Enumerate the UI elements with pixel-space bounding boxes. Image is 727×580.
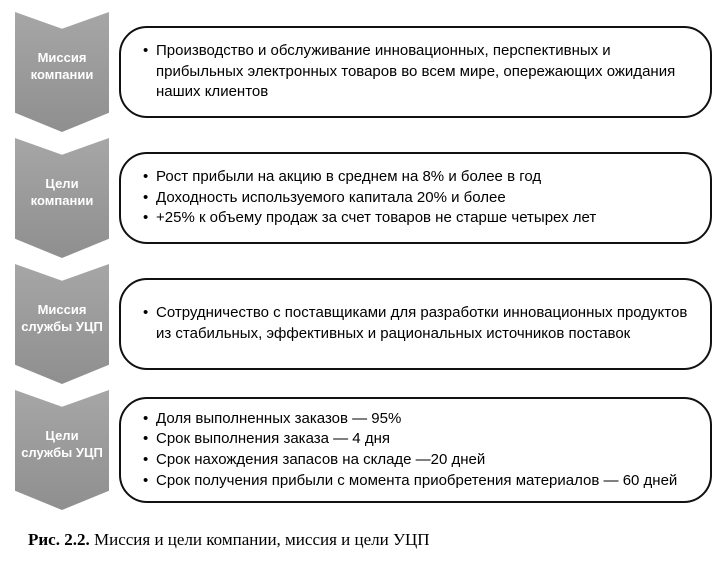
box-company-goals: Рост прибыли на акцию в среднем на 8% и … <box>119 152 712 244</box>
diagram-row-company-mission: Миссия компании Производство и обслужива… <box>15 12 712 132</box>
bullet-item: Производство и обслуживание инновационны… <box>141 41 690 103</box>
chevron-label: Цели службы УЦП <box>21 428 103 460</box>
chevron-label: Цели компании <box>30 176 94 208</box>
bullet-list: Рост прибыли на акцию в среднем на 8% и … <box>141 167 596 229</box>
figure-caption-text: Миссия и цели компании, миссия и цели УЦ… <box>93 530 430 549</box>
diagram-row-scm-goals: Цели службы УЦП Доля выполненных заказов… <box>15 390 712 510</box>
bullet-item: +25% к объему продаж за счет товаров не … <box>141 208 596 229</box>
bullet-list: Производство и обслуживание инновационны… <box>141 41 690 103</box>
chevron-label: Миссия службы УЦП <box>21 302 103 334</box>
chevron-company-mission: Миссия компании <box>15 12 109 132</box>
bullet-item: Срок получения прибыли с момента приобре… <box>141 471 677 492</box>
bullet-list: Сотрудничество с поставщиками для разраб… <box>141 303 690 344</box>
chevron-label: Миссия компании <box>30 50 94 82</box>
bullet-list: Доля выполненных заказов — 95% Срок выпо… <box>141 409 677 492</box>
bullet-item: Доходность используемого капитала 20% и … <box>141 188 596 209</box>
bullet-item: Сотрудничество с поставщиками для разраб… <box>141 303 690 344</box>
bullet-item: Рост прибыли на акцию в среднем на 8% и … <box>141 167 596 188</box>
bullet-item: Доля выполненных заказов — 95% <box>141 409 677 430</box>
chevron-scm-goals: Цели службы УЦП <box>15 390 109 510</box>
bullet-item: Срок нахождения запасов на складе —20 дн… <box>141 450 677 471</box>
box-company-mission: Производство и обслуживание инновационны… <box>119 26 712 118</box>
mission-goals-diagram: Миссия компании Производство и обслужива… <box>0 0 727 550</box>
bullet-item: Срок выполнения заказа — 4 дня <box>141 429 677 450</box>
box-scm-goals: Доля выполненных заказов — 95% Срок выпо… <box>119 396 712 504</box>
diagram-row-company-goals: Цели компании Рост прибыли на акцию в ср… <box>15 138 712 258</box>
figure-caption: Рис. 2.2. Миссия и цели компании, миссия… <box>28 530 712 550</box>
chevron-scm-mission: Миссия службы УЦП <box>15 264 109 384</box>
figure-caption-number: Рис. 2.2. <box>28 530 90 549</box>
diagram-row-scm-mission: Миссия службы УЦП Сотрудничество с поста… <box>15 264 712 384</box>
box-scm-mission: Сотрудничество с поставщиками для разраб… <box>119 278 712 370</box>
chevron-company-goals: Цели компании <box>15 138 109 258</box>
